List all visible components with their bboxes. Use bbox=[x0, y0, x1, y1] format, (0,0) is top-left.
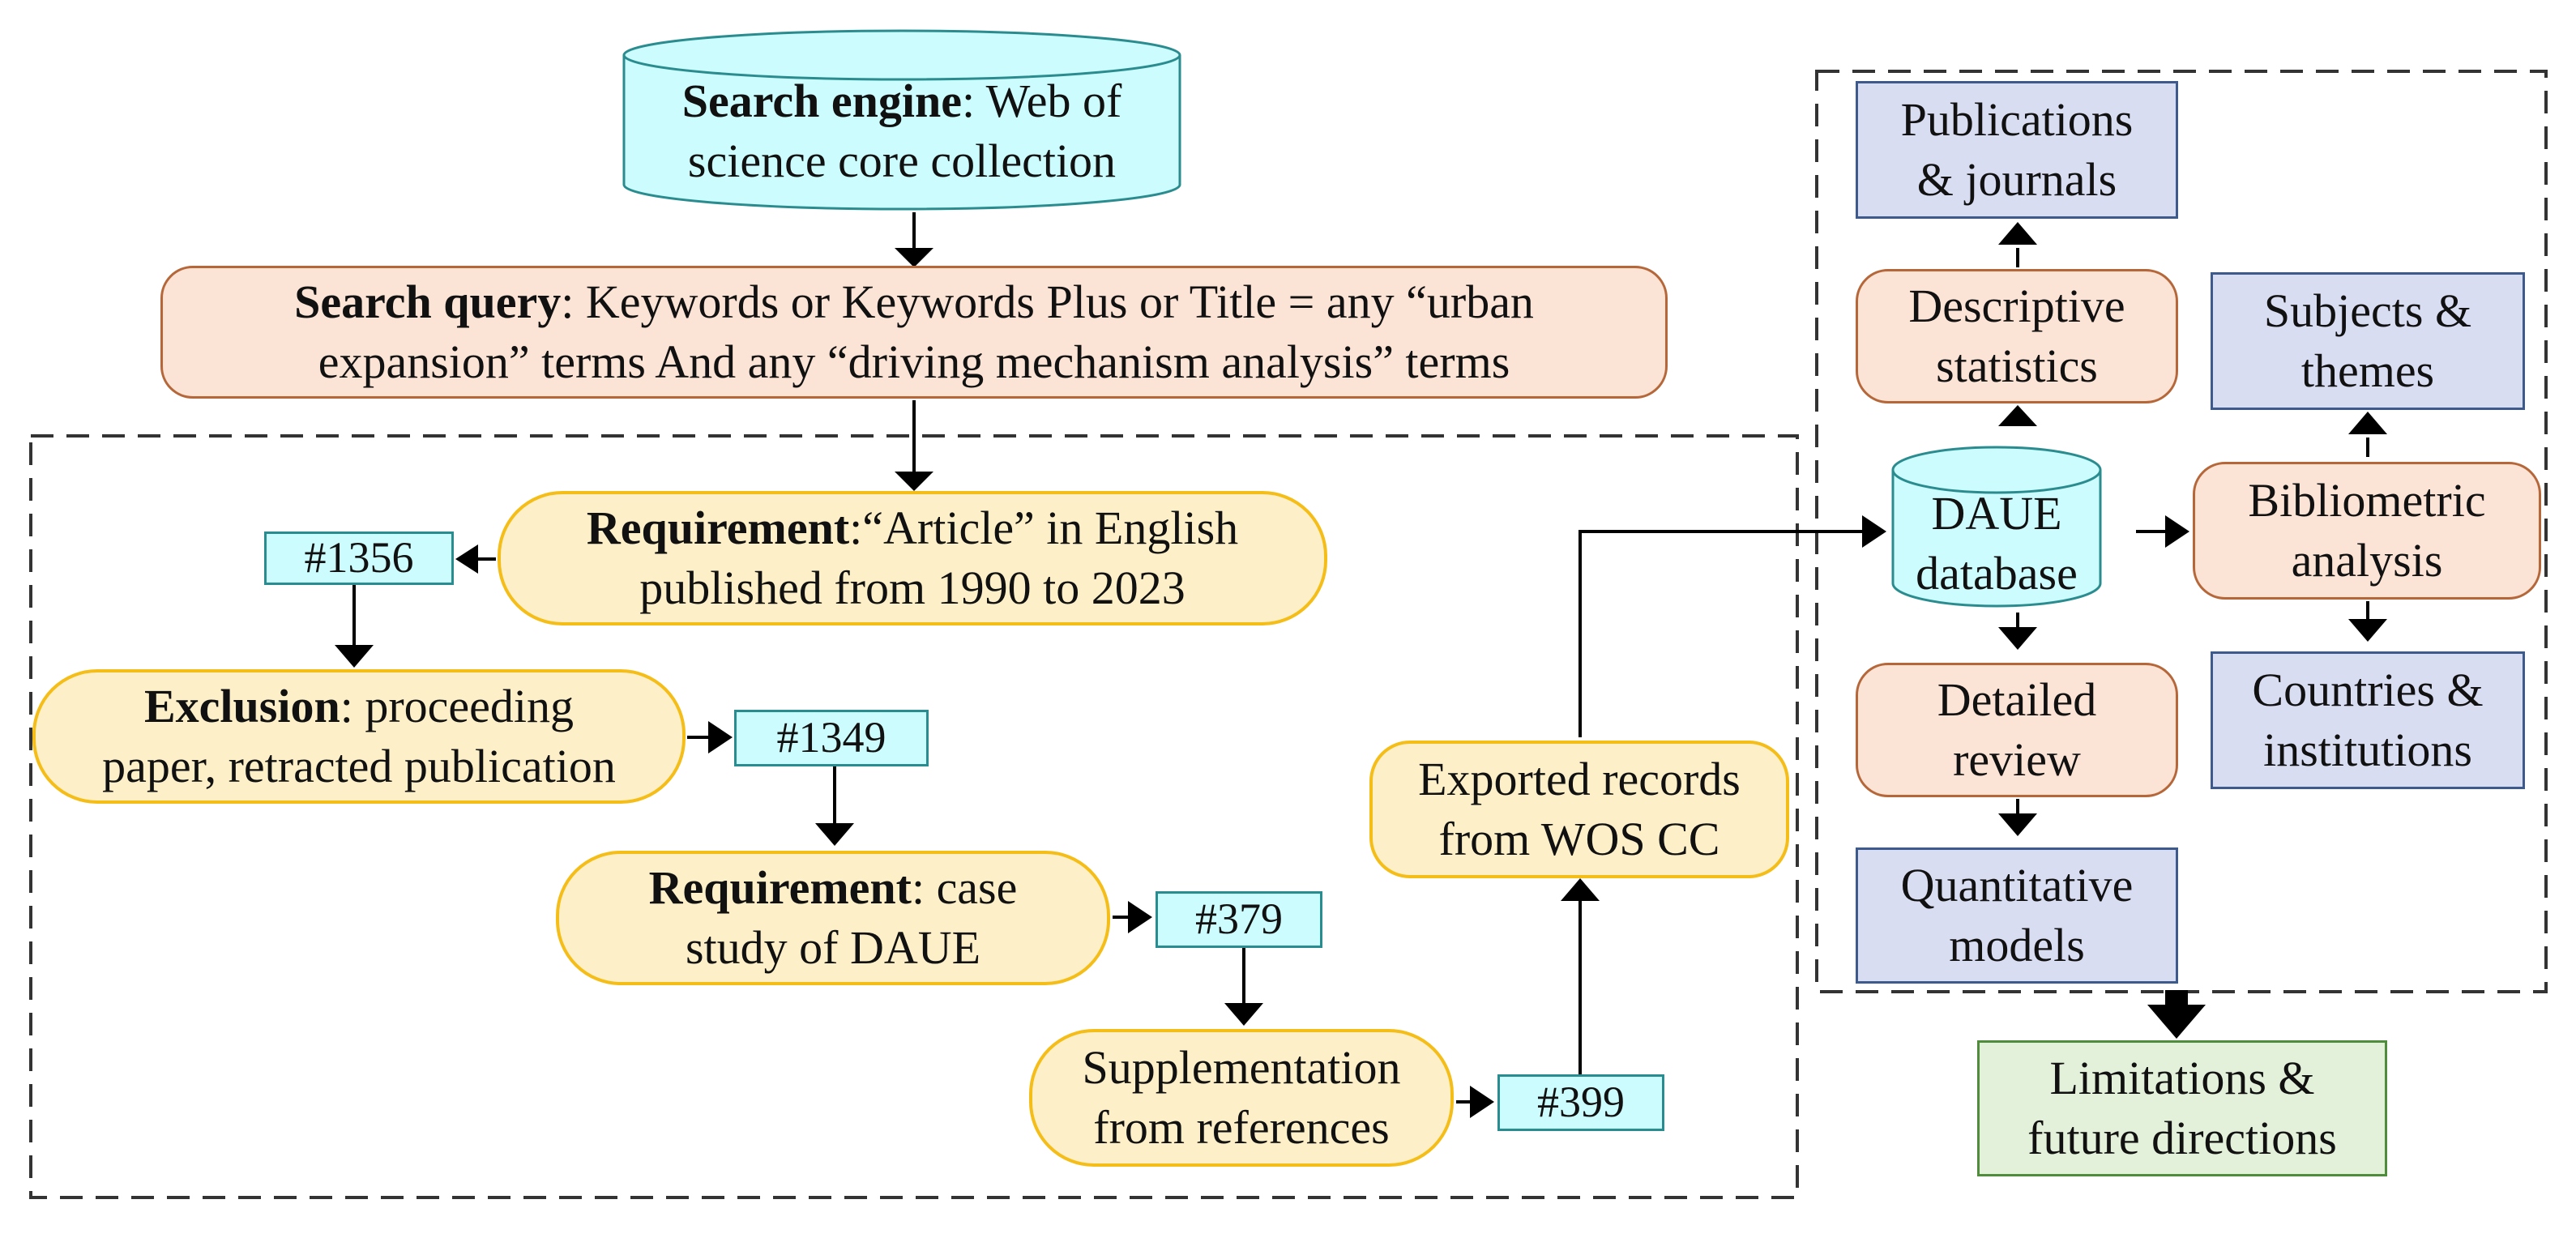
detailed-line1: Detailed bbox=[1937, 672, 2097, 726]
limitations-line2: future directions bbox=[2027, 1112, 2337, 1164]
exclusion-line2: paper, retracted publication bbox=[102, 740, 616, 792]
exclusion-label: Exclusion bbox=[143, 679, 340, 732]
bibliometric-line2: analysis bbox=[2291, 534, 2443, 587]
database-cylinder bbox=[1891, 446, 2102, 608]
search-query-line1: : Keywords or Keywords Plus or Title = a… bbox=[561, 275, 1534, 328]
requirement-article-line2: published from 1990 to 2023 bbox=[639, 561, 1185, 614]
requirement-case-line2: study of DAUE bbox=[685, 921, 981, 974]
search-engine-node: Search engine: Web of science core colle… bbox=[624, 66, 1180, 196]
search-engine-text: : Web of bbox=[962, 74, 1122, 127]
count-1356: #1356 bbox=[304, 533, 414, 583]
publications-node: Publications & journals bbox=[1856, 81, 2178, 219]
exported-records-node: Exported records from WOS CC bbox=[1369, 741, 1789, 878]
count-379: #379 bbox=[1195, 894, 1283, 944]
quantitative-line1: Quantitative bbox=[1900, 858, 2134, 911]
requirement-article-line1: :“Article” in English bbox=[849, 501, 1239, 554]
database-node: DAUE database bbox=[1893, 483, 2100, 604]
requirement-case-node: Requirement: case study of DAUE bbox=[556, 851, 1110, 985]
descriptive-line1: Descriptive bbox=[1908, 279, 2125, 332]
search-engine-cylinder bbox=[622, 29, 1181, 211]
database-line1: DAUE bbox=[1931, 486, 2062, 540]
exclusion-line1: : proceeding bbox=[340, 679, 574, 732]
subjects-line2: themes bbox=[2300, 344, 2435, 397]
countries-line1: Countries & bbox=[2252, 663, 2484, 716]
count-1349-box: #1349 bbox=[734, 710, 929, 766]
exported-line2: from WOS CC bbox=[1438, 813, 1720, 865]
limitations-node: Limitations & future directions bbox=[1977, 1040, 2387, 1176]
search-query-line2: expansion” terms And any “driving mechan… bbox=[318, 335, 1510, 388]
quantitative-node: Quantitative models bbox=[1856, 847, 2178, 984]
detailed-review-node: Detailed review bbox=[1856, 663, 2178, 797]
thick-arrow bbox=[2147, 990, 2206, 1039]
limitations-line1: Limitations & bbox=[2049, 1051, 2315, 1104]
requirement-article-node: Requirement:“Article” in English publish… bbox=[498, 491, 1327, 625]
supplementation-line1: Supplementation bbox=[1082, 1040, 1401, 1094]
descriptive-line2: statistics bbox=[1936, 339, 2098, 392]
exported-line1: Exported records bbox=[1418, 752, 1741, 805]
descriptive-node: Descriptive statistics bbox=[1856, 269, 2178, 403]
requirement-case-label: Requirement bbox=[648, 860, 912, 914]
supplementation-line2: from references bbox=[1093, 1101, 1390, 1154]
search-query-label: Search query bbox=[294, 275, 562, 328]
exclusion-node: Exclusion: proceeding paper, retracted p… bbox=[32, 669, 686, 804]
count-1349: #1349 bbox=[776, 713, 886, 762]
bibliometric-node: Bibliometric analysis bbox=[2193, 462, 2541, 600]
quantitative-line2: models bbox=[1949, 919, 2085, 971]
requirement-article-label: Requirement bbox=[586, 501, 850, 554]
search-query-node: Search query: Keywords or Keywords Plus … bbox=[160, 266, 1668, 399]
count-379-box: #379 bbox=[1156, 891, 1322, 948]
supplementation-node: Supplementation from references bbox=[1029, 1029, 1454, 1167]
search-engine-label: Search engine bbox=[681, 74, 963, 127]
count-399-box: #399 bbox=[1497, 1074, 1664, 1131]
requirement-case-line1: : case bbox=[911, 860, 1018, 914]
countries-node: Countries & institutions bbox=[2211, 651, 2525, 789]
database-line2: database bbox=[1916, 547, 2078, 600]
count-399: #399 bbox=[1537, 1078, 1625, 1127]
countries-line2: institutions bbox=[2263, 724, 2472, 776]
publications-line2: & journals bbox=[1916, 153, 2117, 206]
subjects-line1: Subjects & bbox=[2263, 284, 2472, 337]
search-engine-line2: science core collection bbox=[687, 134, 1117, 187]
screening-region bbox=[29, 434, 1799, 1199]
subjects-node: Subjects & themes bbox=[2211, 272, 2525, 410]
count-1356-box: #1356 bbox=[264, 531, 454, 585]
publications-line1: Publications bbox=[1900, 92, 2134, 146]
bibliometric-line1: Bibliometric bbox=[2248, 473, 2486, 527]
detailed-line2: review bbox=[1953, 733, 2081, 786]
